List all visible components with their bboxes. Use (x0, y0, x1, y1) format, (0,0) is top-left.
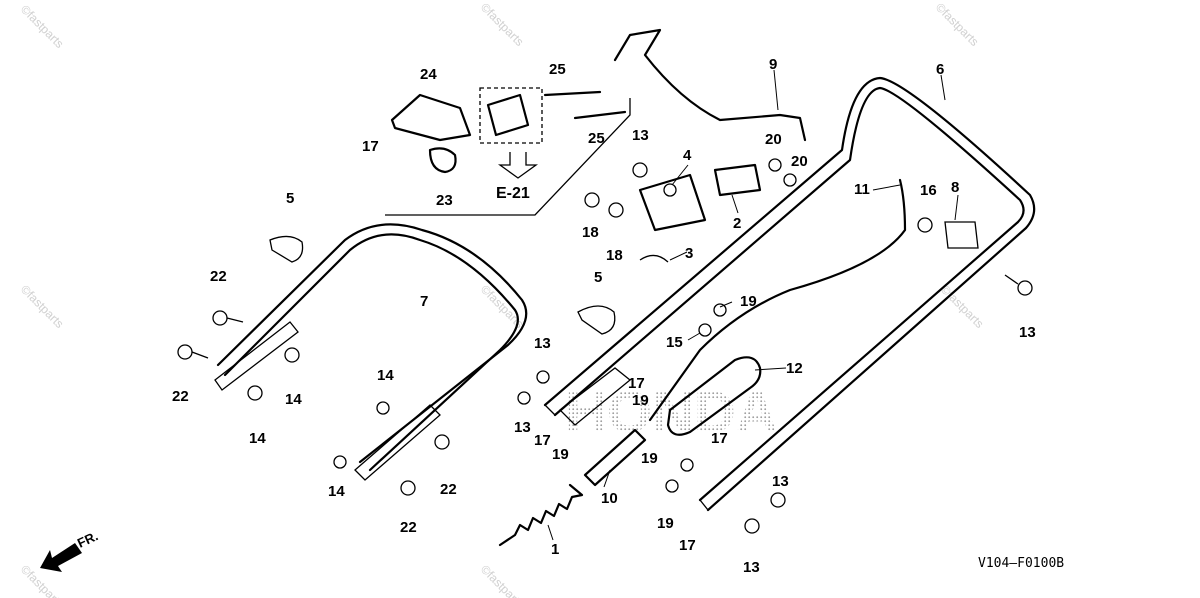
callout-22: 22 (172, 388, 189, 405)
grip (666, 356, 762, 436)
callout-6: 6 (936, 61, 944, 78)
callout-14: 14 (377, 367, 394, 384)
callout-5: 5 (286, 190, 294, 207)
callout-20: 20 (791, 153, 808, 170)
watermark: ©fastparts (18, 2, 67, 51)
callout-22: 22 (400, 519, 417, 536)
fasteners (177, 158, 1033, 534)
callout-19: 19 (632, 392, 649, 409)
callout-17: 17 (628, 375, 645, 392)
watermark: ©fastparts (933, 0, 982, 49)
leader-lines (547, 69, 959, 541)
reference-label: E-21 (496, 185, 530, 202)
watermark-layer: ©fastparts ©fastparts ©fastparts ©fastpa… (18, 0, 987, 598)
callout-18: 18 (606, 247, 623, 264)
callout-5: 5 (594, 269, 602, 286)
callout-17: 17 (534, 432, 551, 449)
callout-22: 22 (440, 481, 457, 498)
callout-19: 19 (641, 450, 658, 467)
lower-handle (214, 223, 528, 481)
callout-1: 1 (551, 541, 559, 558)
callout-24: 24 (420, 66, 437, 83)
watermark: ©fastparts (938, 282, 987, 331)
callout-4: 4 (683, 147, 692, 164)
callout-17: 17 (679, 537, 696, 554)
front-label: FR. (75, 528, 100, 550)
callout-25: 25 (549, 61, 566, 78)
callout-13: 13 (743, 559, 760, 576)
callout-7: 7 (420, 293, 428, 310)
callout-14: 14 (249, 430, 266, 447)
callout-13: 13 (632, 127, 649, 144)
diagram-code: V104–F0100B (978, 556, 1064, 571)
callout-8: 8 (951, 179, 959, 196)
watermark: ©fastparts (478, 562, 527, 598)
control-rod (613, 28, 807, 142)
adjuster-plate (583, 428, 647, 487)
callout-17: 17 (711, 430, 728, 447)
front-direction-indicator: FR. (40, 528, 100, 572)
callout-12: 12 (786, 360, 803, 377)
upper-handle (543, 76, 1036, 512)
callout-18: 18 (582, 224, 599, 241)
callout-13: 13 (514, 419, 531, 436)
callout-15: 15 (666, 334, 683, 351)
callout-14: 14 (285, 391, 302, 408)
watermark: ©fastparts (478, 282, 527, 331)
spring (498, 483, 584, 547)
callout-17: 17 (362, 138, 379, 155)
callout-23: 23 (436, 192, 453, 209)
callout-25: 25 (588, 130, 605, 147)
watermark: ©fastparts (478, 0, 527, 49)
callout-22: 22 (210, 268, 227, 285)
callout-9: 9 (769, 56, 777, 73)
front-arrow-icon (40, 543, 82, 572)
callout-2: 2 (733, 215, 741, 232)
callout-19: 19 (740, 293, 757, 310)
callout-20: 20 (765, 131, 782, 148)
callout-13: 13 (772, 473, 789, 490)
callout-10: 10 (601, 490, 618, 507)
callout-13: 13 (1019, 324, 1036, 341)
throttle-cable (648, 178, 907, 422)
callout-14: 14 (328, 483, 345, 500)
callout-19: 19 (552, 446, 569, 463)
callout-3: 3 (685, 245, 693, 262)
watermark: ©fastparts (18, 282, 67, 331)
control-lever (638, 163, 762, 232)
callout-layer: 1 2 3 4 5 5 6 7 8 9 10 11 12 13 13 13 13… (172, 56, 1036, 576)
callout-13: 13 (534, 335, 551, 352)
switch-assembly (385, 87, 631, 216)
callout-11: 11 (854, 181, 870, 198)
callout-16: 16 (920, 182, 937, 199)
callout-19: 19 (657, 515, 674, 532)
